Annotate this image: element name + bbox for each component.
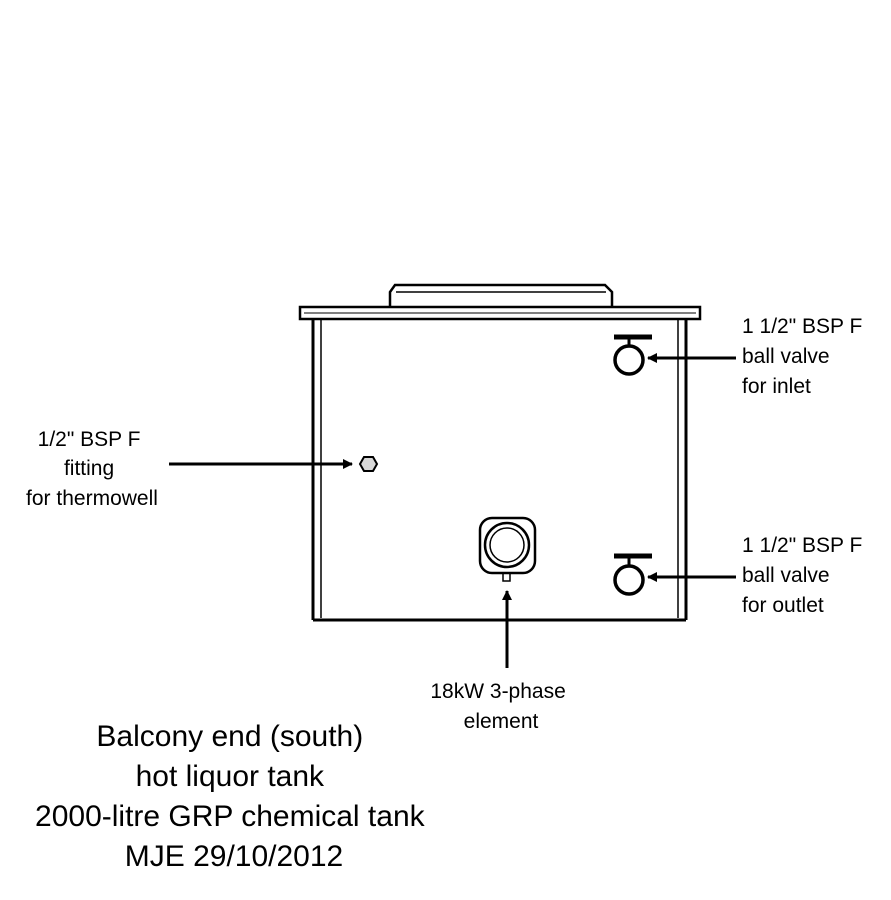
thermowell-fitting <box>358 456 379 472</box>
tank <box>298 283 702 622</box>
heating-element <box>478 516 537 582</box>
tank-lid <box>388 283 614 307</box>
outlet-valve <box>613 553 652 596</box>
inlet-valve <box>613 334 652 376</box>
callout-arrows <box>169 353 736 668</box>
title-block: Balcony end (south) hot liquor tank 2000… <box>35 720 433 873</box>
label-element: 18kW 3-phase element <box>430 680 571 733</box>
label-thermowell: 1/2" BSP F fitting for thermowell <box>26 428 158 510</box>
label-inlet-valve: 1 1/2" BSP F ball valve for inlet <box>742 315 868 398</box>
label-outlet-valve: 1 1/2" BSP F ball valve for outlet <box>742 534 868 617</box>
